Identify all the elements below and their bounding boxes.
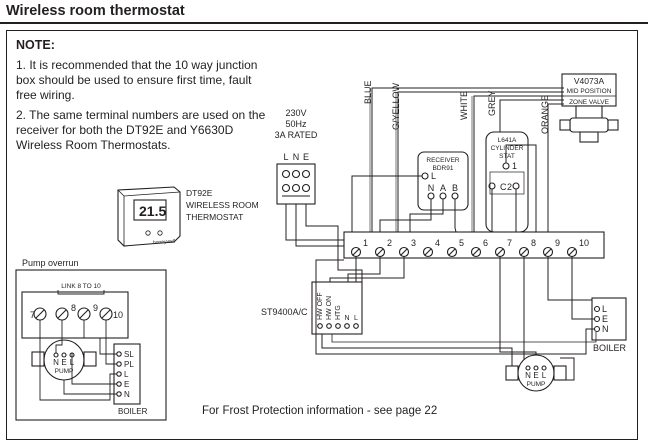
junction-terminal-6: 6	[483, 238, 488, 248]
zone-valve-label-2: MID POSITION	[567, 88, 612, 95]
programmer-model: ST9400A/C	[261, 307, 308, 317]
programmer-terminal-l: L	[354, 315, 358, 322]
pump-overrun-boiler-e: E	[124, 380, 129, 389]
thermostat-device	[117, 186, 181, 247]
pump-overrun-pump-l: L	[70, 358, 75, 367]
note-title: NOTE:	[16, 38, 55, 52]
wire-label-white: WHITE	[459, 91, 469, 120]
thermostat-label-1: DT92E	[186, 188, 213, 198]
receiver-label-1: RECEIVER	[426, 157, 460, 164]
cylinder-stat-terminal-1: 1	[512, 161, 517, 171]
wire-label-grey: GREY	[487, 90, 497, 116]
pump-overrun-terminal-7: 7	[30, 310, 35, 320]
pump-overrun-pump-e: E	[61, 358, 66, 367]
pump	[505, 354, 567, 392]
pump-terminal-n: N	[525, 371, 531, 380]
junction-terminal-8: 8	[531, 238, 536, 248]
programmer-terminal-htg: HTG	[335, 305, 342, 320]
junction-terminal-5: 5	[459, 238, 464, 248]
junction-terminal-10: 10	[579, 238, 589, 248]
main-wires	[285, 87, 597, 381]
pump-terminal-e: E	[533, 371, 538, 380]
supply-frequency: 50Hz	[285, 119, 307, 129]
note-block: NOTE: 1. It is recommended that the 10 w…	[16, 38, 271, 158]
pump-overrun-pump-n: N	[53, 358, 59, 367]
header: Wireless room thermostat	[0, 0, 648, 24]
thermostat-label-3: THERMOSTAT	[186, 212, 243, 222]
thermostat-brand: honeywell	[153, 238, 176, 246]
zone-valve	[559, 73, 619, 143]
programmer-box	[311, 281, 363, 335]
pump-label: PUMP	[527, 381, 546, 388]
cylinder-stat-label-1: L641A	[498, 137, 517, 144]
zone-valve-label-1: V4073A	[574, 76, 605, 86]
junction-box	[343, 231, 605, 259]
pump-overrun-boiler-pl: PL	[124, 360, 134, 369]
supply-rating: 3A RATED	[275, 130, 318, 140]
boiler-terminal-e: E	[602, 314, 608, 324]
diagram-frame	[6, 30, 638, 440]
pump-overrun-boiler-l: L	[124, 370, 129, 379]
pump-overrun-title: Pump overrun	[22, 258, 79, 268]
cylinder-stat-terminal-c: C	[500, 182, 507, 192]
programmer-terminal-hw-on: HW ON	[326, 296, 333, 320]
receiver-terminal-n: N	[428, 183, 435, 193]
thermostat-label-2: WIRELESS ROOM	[186, 200, 259, 210]
pump-overrun-boiler-n: N	[124, 390, 130, 399]
programmer-terminal-n: N	[344, 315, 349, 322]
footer-note: For Frost Protection information - see p…	[202, 405, 437, 417]
boiler-label: BOILER	[593, 343, 627, 353]
page-title: Wireless room thermostat	[6, 3, 185, 19]
junction-terminal-2: 2	[387, 238, 392, 248]
junction-terminal-9: 9	[555, 238, 560, 248]
supply-terminal-block	[276, 163, 316, 205]
zone-valve-label-3: ZONE VALVE	[569, 99, 610, 106]
note-item-1: 1. It is recommended that the 10 way jun…	[16, 58, 258, 102]
receiver-terminal-b: B	[452, 183, 458, 193]
boiler-box	[591, 297, 627, 341]
wire-label-g-yellow: G/YELLOW	[391, 82, 401, 130]
wire-label-orange: ORANGE	[540, 95, 550, 134]
cylinder-stat-terminal-2: 2	[507, 182, 512, 192]
header-rule	[0, 22, 648, 24]
junction-terminal-1: 1	[363, 238, 368, 248]
pump-overrun-link: LINK 8 TO 10	[61, 283, 101, 290]
pump-overrun-pump-label: PUMP	[55, 368, 74, 375]
wire-label-blue: BLUE	[363, 80, 373, 104]
pump-overrun-terminal-10: 10	[113, 310, 123, 320]
supply-terminal-l: L	[283, 152, 288, 162]
cylinder-stat-label-2: CYLINDER	[491, 145, 524, 152]
boiler-terminal-n: N	[602, 324, 609, 334]
pump-overrun-inset	[15, 269, 167, 421]
pump-overrun-terminal-8: 8	[71, 303, 76, 313]
cylinder-stat-label-3: STAT	[499, 153, 515, 160]
pump-overrun-boiler-label: BOILER	[118, 407, 148, 416]
pump-terminal-l: L	[542, 371, 547, 380]
receiver-label-2: BDR91	[433, 165, 454, 172]
junction-terminal-4: 4	[435, 238, 440, 248]
receiver-terminal-a: A	[440, 183, 446, 193]
pump-overrun-boiler-sl: SL	[124, 350, 134, 359]
supply-terminal-n: N	[293, 152, 300, 162]
note-item-2: 2. The same terminal numbers are used on…	[16, 108, 266, 152]
receiver-terminal-l: L	[431, 171, 436, 181]
junction-terminal-7: 7	[507, 238, 512, 248]
diagram-labels: 21.5 honeywell DT92E WIRELESS ROOM THERM…	[22, 76, 627, 417]
programmer-terminal-hw-off: HW OFF	[317, 292, 324, 320]
supply-terminal-e: E	[303, 152, 309, 162]
supply-voltage: 230V	[285, 108, 306, 118]
thermostat-display: 21.5	[139, 203, 166, 219]
junction-terminal-3: 3	[411, 238, 416, 248]
pump-overrun-terminal-9: 9	[93, 303, 98, 313]
boiler-terminal-l: L	[602, 304, 607, 314]
